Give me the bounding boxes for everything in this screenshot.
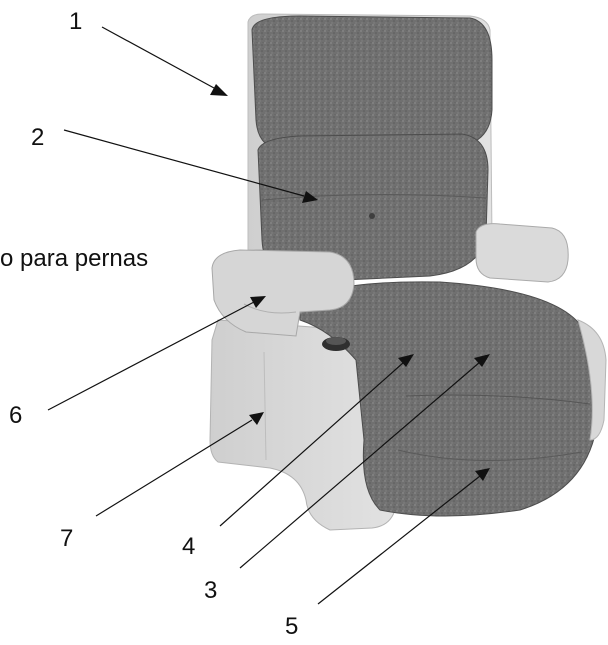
callout-7: 7 [60, 525, 74, 552]
arrowhead-5 [475, 468, 490, 481]
leader-2 [63, 129, 305, 197]
callout-2: 2 [31, 124, 45, 151]
callout-4: 4 [182, 533, 196, 560]
right-armrest [475, 223, 569, 283]
arrowhead-7 [249, 412, 264, 425]
leader-7 [95, 419, 253, 517]
leader-lines [47, 26, 481, 605]
legrest-seam [405, 394, 591, 405]
arrowhead-4 [398, 354, 414, 367]
arrowhead-2 [302, 191, 318, 203]
arrowhead-6 [250, 296, 266, 308]
leader-4 [219, 361, 405, 527]
leader-6 [47, 301, 255, 411]
left-armrest [211, 249, 355, 337]
headrest-cushion [251, 15, 493, 151]
base-shell-right [577, 319, 607, 441]
seat-and-legrest [299, 281, 600, 517]
callout-5: 5 [285, 613, 299, 640]
caption-text: o para pernas [0, 245, 149, 272]
leader-arrowheads [210, 84, 490, 481]
arrowhead-3 [474, 354, 490, 367]
button-tuft [369, 213, 375, 219]
arrowhead-1 [210, 84, 228, 96]
callout-6: 6 [9, 402, 23, 429]
leader-1 [101, 26, 215, 89]
leader-3 [239, 361, 481, 569]
callout-1: 1 [69, 8, 83, 35]
callout-3: 3 [204, 577, 218, 604]
leader-5 [317, 475, 481, 605]
